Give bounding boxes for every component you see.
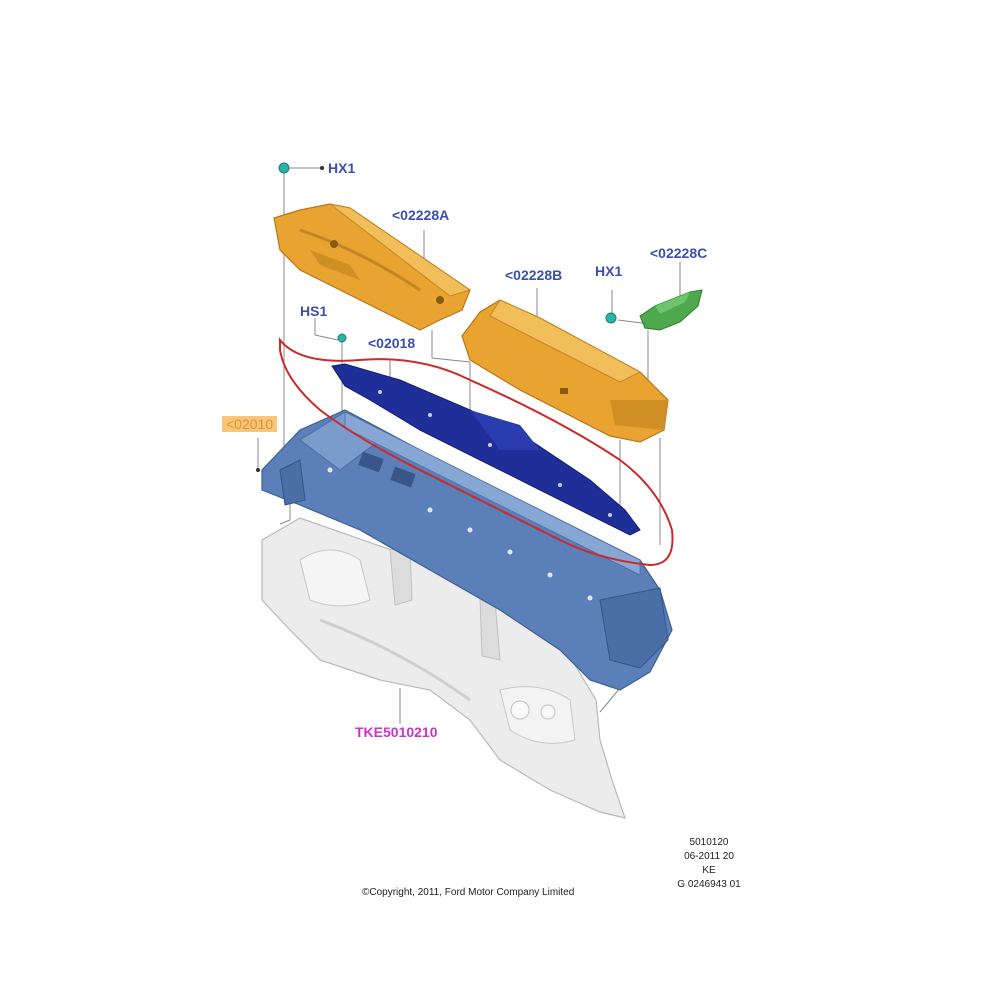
bracket-part [639, 289, 703, 331]
cowl-top-right-part [461, 299, 669, 443]
cowl-panel-part [261, 409, 673, 691]
label-02228a: <02228A [392, 207, 450, 223]
label-02018: <02018 [368, 335, 416, 351]
label-02228b: <02228B [505, 267, 563, 283]
reference-region: KE [702, 865, 716, 876]
copyright-text: ©Copyright, 2011, Ford Motor Company Lim… [362, 887, 575, 898]
fasteners [256, 162, 617, 472]
fastener-hx1-top [278, 162, 290, 174]
label-02228c: <02228C [650, 245, 708, 261]
label-hs1: HS1 [300, 303, 328, 319]
label-hx1-top: HX1 [328, 160, 356, 176]
highlight-ring [279, 337, 674, 567]
reinforcement-part [331, 363, 641, 536]
reference-code: 5010120 [689, 837, 729, 848]
dash-panel-part [261, 517, 626, 819]
fastener-hx1-right [605, 312, 617, 324]
fastener-hs1 [337, 333, 347, 343]
cowl-top-left-part [273, 203, 472, 331]
reference-date: 06-2011 20 [684, 851, 734, 862]
label-hx1-right: HX1 [595, 263, 623, 279]
label-02010: <02010 [222, 416, 278, 432]
label-tke5010210: TKE5010210 [355, 724, 438, 740]
diagram-reference-block: 5010120 06-2011 20 KE G 0246943 01 [672, 836, 746, 892]
reference-id: G 0246943 01 [677, 879, 741, 890]
